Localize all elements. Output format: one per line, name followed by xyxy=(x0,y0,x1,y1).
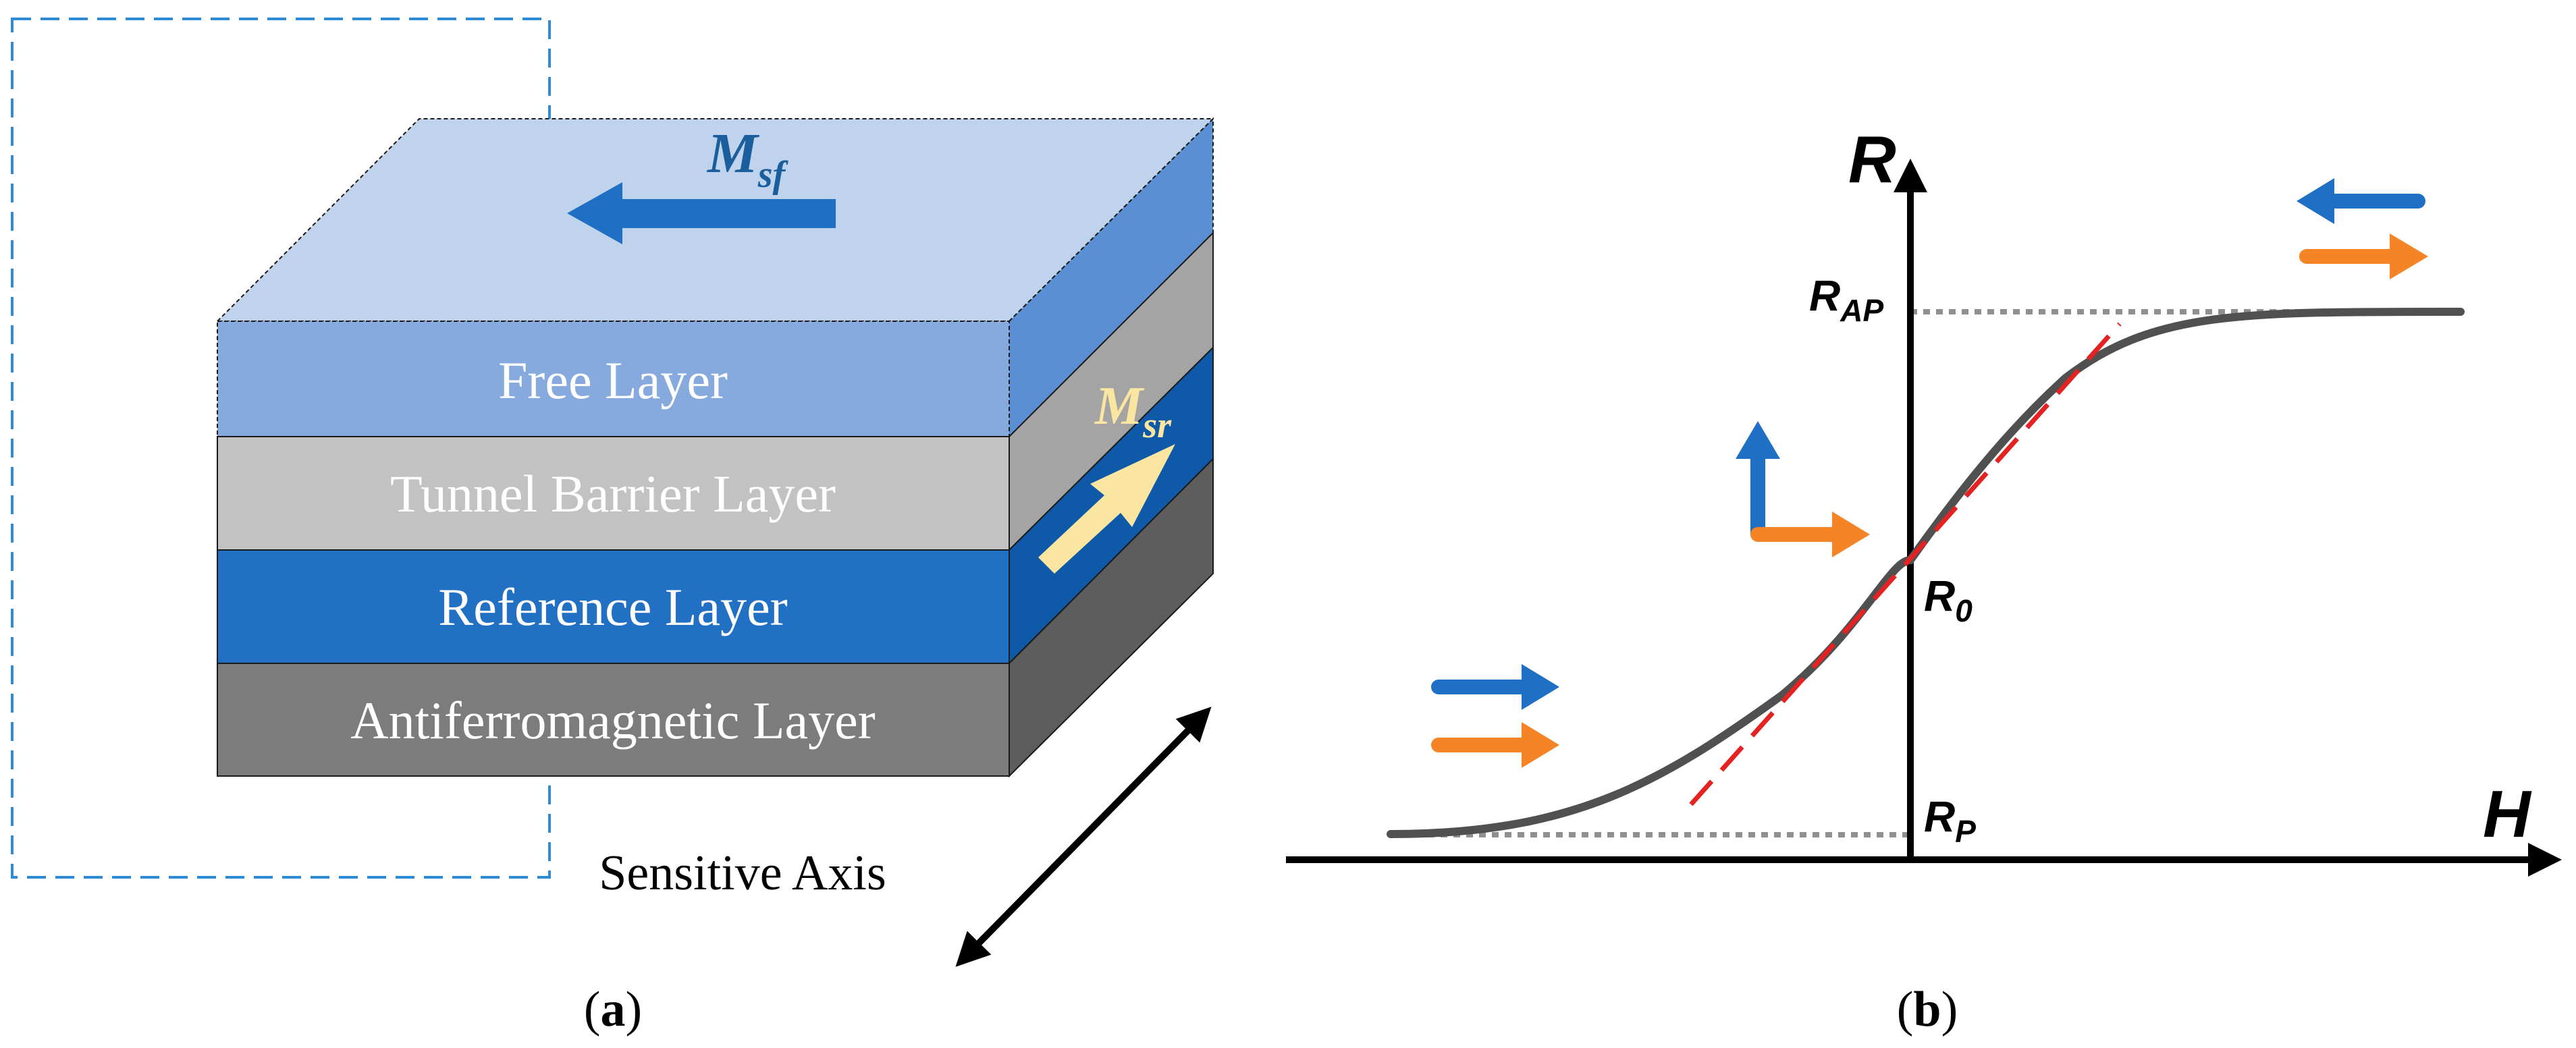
r-ap-label-sub: AP xyxy=(1840,293,1883,328)
panel-a: Free Layer Tunnel Barrier Layer Referenc… xyxy=(11,18,1215,1037)
sensitive-axis-label: Sensitive Axis xyxy=(599,846,886,901)
caption-a: (a) xyxy=(584,982,642,1037)
reference-layer-front-face xyxy=(217,549,1010,664)
free-layer-label: Free Layer xyxy=(498,351,728,410)
blue-up-arrow-head xyxy=(1736,421,1780,459)
caption-b-open: ( xyxy=(1897,982,1914,1037)
free-layer-front-face xyxy=(217,321,1010,437)
blue-left-arrow-head xyxy=(2297,178,2334,224)
r-axis-label: R xyxy=(1848,122,1896,196)
sensitive-axis-arrow xyxy=(955,707,1212,967)
m-sf-label-main: M xyxy=(706,122,760,185)
parallel-arrows xyxy=(1431,664,1559,768)
m-sr-arrow xyxy=(1038,444,1175,574)
caption-a-close: ) xyxy=(626,982,643,1037)
m-sr-label-sub: sr xyxy=(1142,405,1172,445)
r-0-label: R0 xyxy=(1924,572,1973,628)
tangent-line xyxy=(1689,322,2122,806)
caption-a-open: ( xyxy=(584,982,601,1037)
r-ap-label-main: R xyxy=(1809,271,1840,320)
r-ap-label: RAP xyxy=(1809,271,1883,328)
m-sr-label-main: M xyxy=(1094,377,1145,436)
m-sf-arrow xyxy=(567,182,836,244)
antiparallel-arrows xyxy=(2297,178,2428,279)
m-sf-label: Msf xyxy=(706,122,788,196)
perpendicular-arrows xyxy=(1736,421,1870,557)
reference-layer-label: Reference Layer xyxy=(438,578,787,636)
r-p-label-sub: P xyxy=(1955,814,1976,849)
antiferro-layer-front-face xyxy=(217,663,1010,777)
panel-b: R H RAP R0 RP xyxy=(1286,122,2562,1037)
m-sr-label: Msr xyxy=(1094,377,1172,445)
r-0-label-main: R xyxy=(1924,572,1955,620)
r-0-label-sub: 0 xyxy=(1955,593,1973,628)
h-axis-label: H xyxy=(2483,777,2532,851)
tunnel-layer-label: Tunnel Barrier Layer xyxy=(390,464,836,523)
orange-right-arrow-low-head xyxy=(1522,722,1559,768)
caption-b-close: ) xyxy=(1941,982,1958,1037)
caption-b: (b) xyxy=(1897,982,1958,1037)
r-p-label: RP xyxy=(1924,792,1976,849)
r-p-label-main: R xyxy=(1924,792,1955,841)
tunnel-layer-front-face xyxy=(217,436,1010,551)
caption-b-letter: b xyxy=(1913,982,1941,1037)
orange-right-arrow-mid-head xyxy=(1832,512,1870,557)
blue-right-arrow-head xyxy=(1522,664,1559,710)
orange-right-arrow-head xyxy=(2390,233,2428,279)
caption-a-letter: a xyxy=(601,982,626,1037)
antiferro-layer-label: Antiferromagnetic Layer xyxy=(350,691,875,750)
m-sf-label-sub: sf xyxy=(757,154,789,196)
